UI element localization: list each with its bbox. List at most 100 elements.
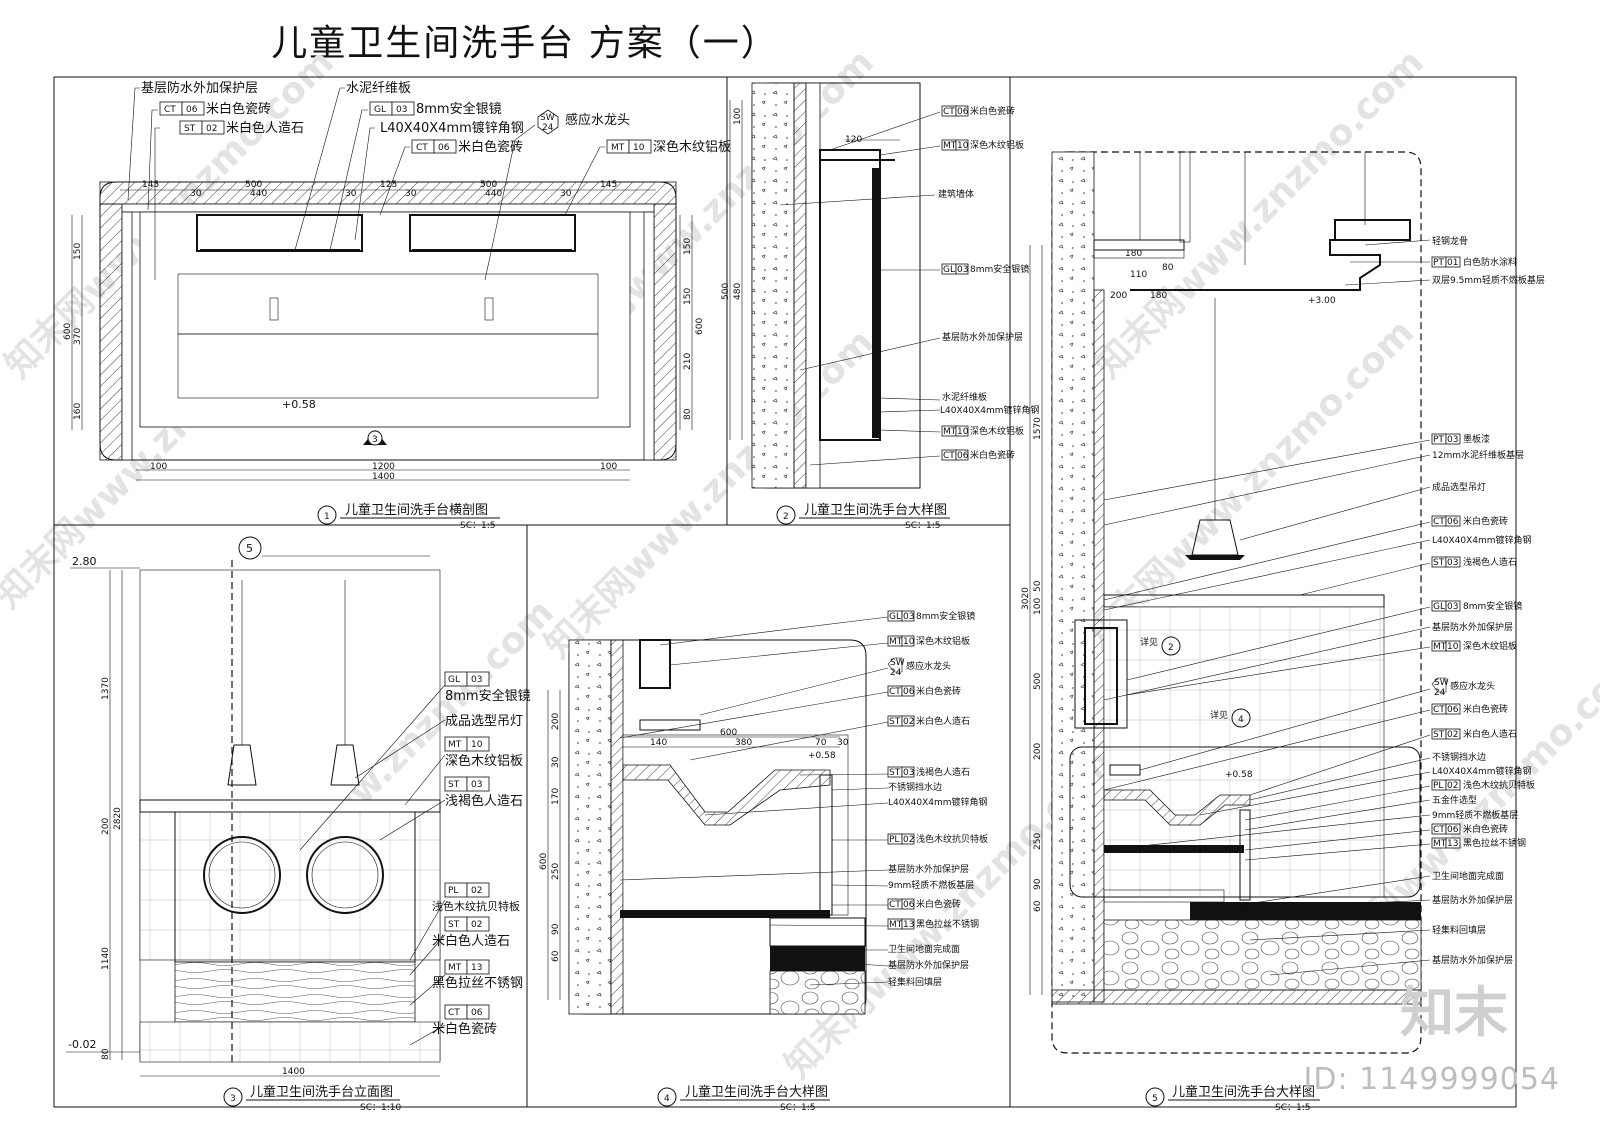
p5-label-0: 轻钢龙骨 bbox=[1432, 235, 1468, 247]
dim-p4-left-1: 30 bbox=[551, 756, 561, 768]
dim-p1-bot-3: 1400 bbox=[372, 472, 395, 482]
dim-p3-3: 1140 bbox=[101, 947, 111, 970]
p2-label-1-code: MT bbox=[943, 141, 957, 151]
p5-label-21-num: 13 bbox=[1447, 839, 1458, 849]
callout-p3: 5 bbox=[246, 542, 253, 555]
p5-label-8-num: 03 bbox=[1447, 558, 1458, 568]
p3-label-3-code: ST bbox=[448, 780, 460, 790]
p1-label-8-num: 10 bbox=[633, 143, 645, 153]
callout-p1: 3 bbox=[372, 435, 378, 445]
p4-label-13: 卫生间地面完成面 bbox=[888, 943, 960, 955]
p5-label-2: 双层9.5mm轻质不燃板基层 bbox=[1432, 274, 1545, 286]
dim-p1-top-1: 500 bbox=[245, 180, 262, 190]
panel-2-detail: 120 100 500 480 CT 06 米白色瓷砖 MT 10 深色木纹铝板… bbox=[721, 82, 1040, 531]
p3-num: 3 bbox=[230, 1094, 236, 1104]
p5-title: 儿童卫生间洗手台大样图 bbox=[1172, 1084, 1315, 1100]
watermark-id: ID: 1149999054 bbox=[1303, 1062, 1560, 1097]
level-p3-top: 2.80 bbox=[72, 555, 97, 568]
p1-label-6-num: 06 bbox=[438, 143, 450, 153]
p5-ref-1-num: 4 bbox=[1238, 715, 1244, 725]
p5-label-13: 米白色瓷砖 bbox=[1463, 703, 1508, 715]
dim-p4-top-1: 140 bbox=[650, 738, 667, 748]
p5-label-17-code: PL bbox=[1433, 781, 1443, 791]
p4-label-6: 不锈钢挡水边 bbox=[888, 781, 942, 793]
p4-label-14: 基层防水外加保护层 bbox=[888, 959, 969, 971]
p3-label-5-num: 02 bbox=[471, 920, 482, 930]
p5-label-11-code: MT bbox=[1433, 642, 1447, 652]
p4-label-1-num: 10 bbox=[903, 637, 915, 647]
p4-label-7: L40X40X4mm镀锌角钢 bbox=[888, 796, 988, 808]
p5-label-15: 不锈钢挡水边 bbox=[1432, 751, 1486, 763]
p2-label-8-code: CT bbox=[943, 451, 955, 461]
p5-label-1-code: PT bbox=[1433, 258, 1444, 268]
dim-p1-sub-3: 30 bbox=[560, 189, 572, 199]
p1-label-7-num: 24 bbox=[542, 123, 554, 133]
dim-p2-3: 120 bbox=[845, 135, 862, 145]
p4-label-8-code: PL bbox=[889, 835, 899, 845]
p5-label-9-code: GL bbox=[1433, 602, 1445, 612]
dim-p1-left-1: 150 bbox=[73, 243, 83, 260]
p3-label-7-num: 06 bbox=[471, 1008, 483, 1018]
level-p5-bot: ±0.00 bbox=[1230, 905, 1258, 915]
p2-label-3-code: GL bbox=[943, 265, 955, 275]
p2-label-0: 米白色瓷砖 bbox=[970, 105, 1015, 117]
p5-label-6: 米白色瓷砖 bbox=[1463, 515, 1508, 527]
p5-label-16: L40X40X4mm镀锌角钢 bbox=[1432, 765, 1532, 777]
p1-label-7-code: SW bbox=[540, 113, 555, 123]
p2-label-0-code: CT bbox=[943, 107, 955, 117]
p3-label-2: 深色木纹铝板 bbox=[445, 753, 523, 769]
dim-p2-2: 480 bbox=[733, 283, 743, 300]
p5-label-8: 浅褐色人造石 bbox=[1463, 556, 1517, 568]
dim-p5-left-4: 500 bbox=[1033, 673, 1043, 690]
dim-p1-left-0: 600 bbox=[63, 323, 73, 340]
p5-label-6-num: 06 bbox=[1447, 517, 1459, 527]
p4-label-8: 浅色木纹抗贝特板 bbox=[916, 833, 988, 845]
p3-label-4: 浅色木纹抗贝特板 bbox=[432, 899, 520, 913]
dim-p3-2: 200 bbox=[101, 818, 111, 835]
p4-label-2: 感应水龙头 bbox=[906, 660, 951, 672]
p5-label-22: 卫生间地面完成面 bbox=[1432, 870, 1504, 882]
dim-p5-left-6: 250 bbox=[1033, 833, 1043, 850]
p2-num: 2 bbox=[783, 512, 789, 522]
level-p4: +0.58 bbox=[808, 751, 836, 761]
p5-label-11-num: 10 bbox=[1447, 642, 1459, 652]
p1-label-3: 水泥纤维板 bbox=[346, 81, 411, 96]
p1-label-8: 深色木纹铝板 bbox=[653, 139, 731, 155]
p2-label-3: 8mm安全银镜 bbox=[970, 263, 1029, 275]
p1-label-8-code: MT bbox=[611, 143, 625, 153]
p5-label-7: L40X40X4mm镀锌角钢 bbox=[1432, 534, 1532, 546]
dim-p3-1: 2820 bbox=[113, 807, 123, 830]
p2-label-8-num: 06 bbox=[957, 451, 969, 461]
p1-label-1-num: 06 bbox=[186, 105, 198, 115]
dim-p4-left-0: 200 bbox=[551, 713, 561, 730]
p5-label-5: 成品选型吊灯 bbox=[1432, 481, 1486, 493]
p5-label-8-code: ST bbox=[1433, 558, 1445, 568]
p4-label-4-num: 02 bbox=[903, 717, 914, 727]
p1-scale: SC：1:5 bbox=[460, 521, 495, 531]
dim-p3-0: 1370 bbox=[101, 677, 111, 700]
p2-scale: SC：1:5 bbox=[905, 521, 940, 531]
p2-label-1: 深色木纹铝板 bbox=[970, 139, 1024, 151]
p3-label-4-num: 02 bbox=[471, 886, 482, 896]
p5-ref-1-label: 详见 bbox=[1210, 709, 1228, 721]
p2-label-2: 建筑墙体 bbox=[938, 188, 974, 200]
p1-label-1-code: CT bbox=[164, 105, 176, 115]
p4-label-5-num: 03 bbox=[903, 768, 914, 778]
p4-label-8-num: 02 bbox=[903, 835, 914, 845]
p5-label-1: 白色防水涂料 bbox=[1463, 256, 1517, 268]
dim-p1-right-3: 80 bbox=[683, 408, 693, 420]
p5-label-6-code: CT bbox=[1433, 517, 1445, 527]
p5-label-12-num: 24 bbox=[1434, 688, 1446, 698]
p1-label-4-num: 03 bbox=[396, 105, 407, 115]
p2-label-1-num: 10 bbox=[957, 141, 969, 151]
dim-p4-top-3: 70 bbox=[815, 738, 827, 748]
p2-label-7-code: MT bbox=[943, 427, 957, 437]
dim-p4-left-6: 60 bbox=[551, 950, 561, 962]
p3-label-6-code: MT bbox=[448, 963, 462, 973]
p4-label-12-code: MT bbox=[889, 920, 903, 930]
p4-title: 儿童卫生间洗手台大样图 bbox=[685, 1084, 828, 1100]
p3-label-1: 成品选型吊灯 bbox=[445, 714, 523, 729]
p3-label-3-num: 03 bbox=[471, 780, 482, 790]
p1-label-2-num: 02 bbox=[206, 124, 217, 134]
